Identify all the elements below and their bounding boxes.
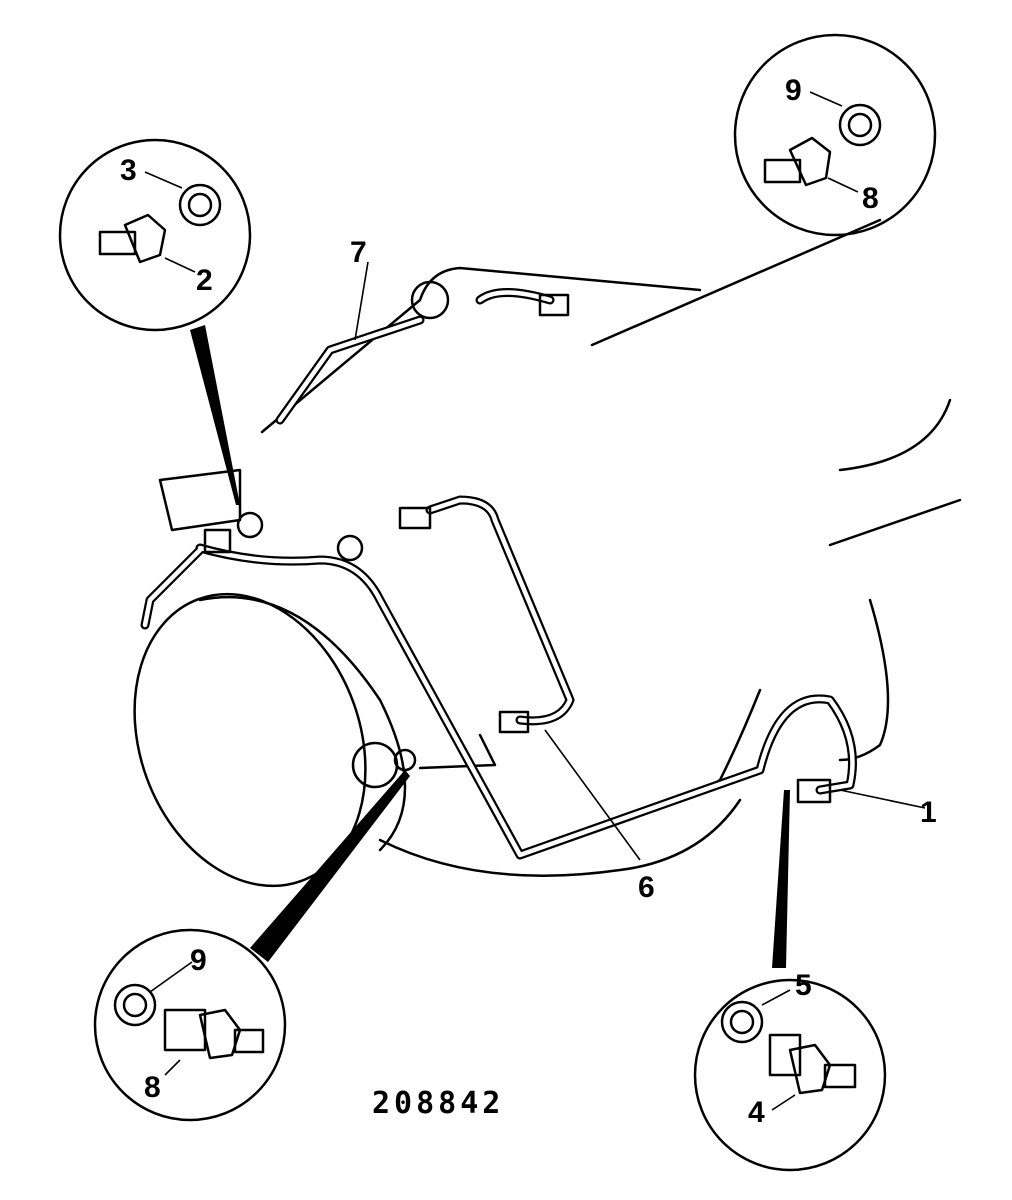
callout-4: 4 (748, 1096, 765, 1129)
detail-circle-top-right (733, 33, 937, 237)
callout-leaders (144, 91, 926, 1111)
callout-3: 3 (120, 154, 137, 187)
transmission-housing (133, 218, 962, 888)
detail-circle-bottom-right (693, 978, 887, 1172)
callout-8-top-right: 8 (862, 182, 879, 215)
callout-2: 2 (196, 264, 213, 297)
callout-8-bottom-left: 8 (144, 1071, 161, 1104)
detail-circle-bottom-left (93, 928, 287, 1122)
callout-1: 1 (920, 796, 937, 829)
callout-9-top-right: 9 (785, 74, 802, 107)
detail-leaders (190, 325, 790, 968)
drawing-number: 208842 (372, 1086, 504, 1121)
detail-circle-top-left (58, 138, 252, 332)
pipe-1 (140, 543, 857, 860)
callout-9-bottom-left: 9 (190, 944, 207, 977)
callout-7: 7 (350, 236, 367, 269)
callout-6: 6 (638, 871, 655, 904)
callout-5: 5 (795, 969, 812, 1002)
pipe-6 (425, 495, 575, 726)
pipe-fittings (203, 293, 832, 804)
